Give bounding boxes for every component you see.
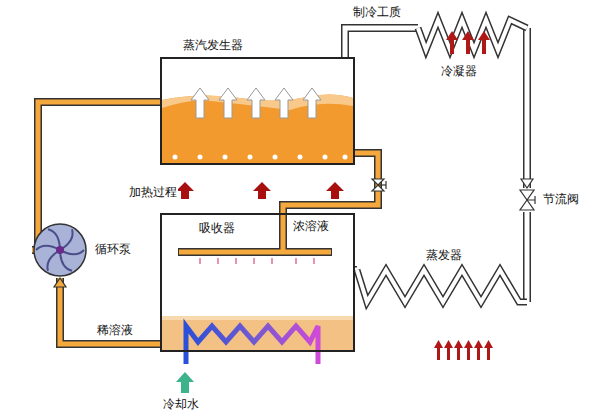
pipe-label: 制冷工质 bbox=[352, 5, 402, 20]
pipe-wall bbox=[345, 28, 418, 57]
heat-release-arrow bbox=[446, 31, 458, 54]
pipe-connector bbox=[527, 212, 528, 302]
steam-arrows bbox=[191, 88, 321, 118]
pipe-connector bbox=[283, 153, 378, 213]
condenser-coil bbox=[418, 20, 527, 50]
cooling-coil bbox=[186, 326, 318, 364]
heat-absorb-arrows bbox=[434, 340, 493, 360]
spray-pipe bbox=[178, 212, 332, 252]
condenser-coil-inner bbox=[418, 20, 527, 50]
spray-drips bbox=[200, 258, 314, 264]
pump-casing bbox=[34, 224, 86, 276]
heat-arrows bbox=[176, 182, 344, 199]
pipe-label: 浓溶液 bbox=[292, 219, 330, 234]
node-label: 节流阀 bbox=[542, 192, 580, 207]
condenser: 冷凝器 bbox=[418, 14, 527, 84]
throttle-valve-shape bbox=[518, 188, 536, 212]
bubbles bbox=[173, 155, 348, 160]
throttle-valve: 节流阀 bbox=[518, 188, 536, 212]
heat-release-arrow bbox=[462, 31, 474, 54]
node-label: 蒸发器 bbox=[425, 248, 463, 263]
arrow-head bbox=[521, 179, 533, 188]
node-label: 循环泵 bbox=[94, 242, 132, 257]
annotation-label: 加热过程 bbox=[128, 185, 178, 200]
pipe-inside bbox=[345, 28, 418, 57]
node-label: 冷凝器 bbox=[440, 64, 478, 79]
heat-release-arrow bbox=[478, 31, 490, 54]
pump-hub bbox=[56, 246, 64, 254]
evaporator-coil-inner bbox=[357, 270, 527, 302]
liquid-surface bbox=[162, 316, 353, 320]
circulation-pump: 循环泵 bbox=[32, 222, 88, 278]
steam-generator: 蒸汽发生器 bbox=[160, 57, 355, 165]
pipe-wall bbox=[60, 278, 160, 344]
pipe-connector bbox=[345, 28, 418, 57]
annotation-label: 冷却水 bbox=[162, 397, 200, 412]
circulation-pump-shape bbox=[32, 222, 88, 278]
node-label: 蒸汽发生器 bbox=[182, 38, 244, 53]
pipe-wall bbox=[523, 212, 531, 302]
pipe-inside bbox=[525, 212, 530, 302]
valve-symbol bbox=[520, 190, 534, 210]
pipe-label: 稀溶液 bbox=[96, 323, 134, 338]
valve-handle bbox=[527, 196, 535, 204]
pipe-connector bbox=[54, 278, 160, 344]
pipe-wall bbox=[523, 28, 531, 188]
cooling-water-arrow bbox=[176, 372, 194, 393]
pipe-wall bbox=[283, 153, 378, 213]
evaporator-coil bbox=[357, 270, 527, 302]
evaporator: 蒸发器 bbox=[357, 246, 527, 308]
pipe-inside bbox=[283, 153, 378, 213]
pipe-connector bbox=[521, 28, 533, 188]
pipe-inside bbox=[525, 28, 530, 188]
node-label: 吸收器 bbox=[198, 221, 236, 236]
solution-valve bbox=[372, 179, 386, 191]
arrow-head bbox=[54, 278, 66, 287]
pipe-inside bbox=[60, 278, 160, 344]
